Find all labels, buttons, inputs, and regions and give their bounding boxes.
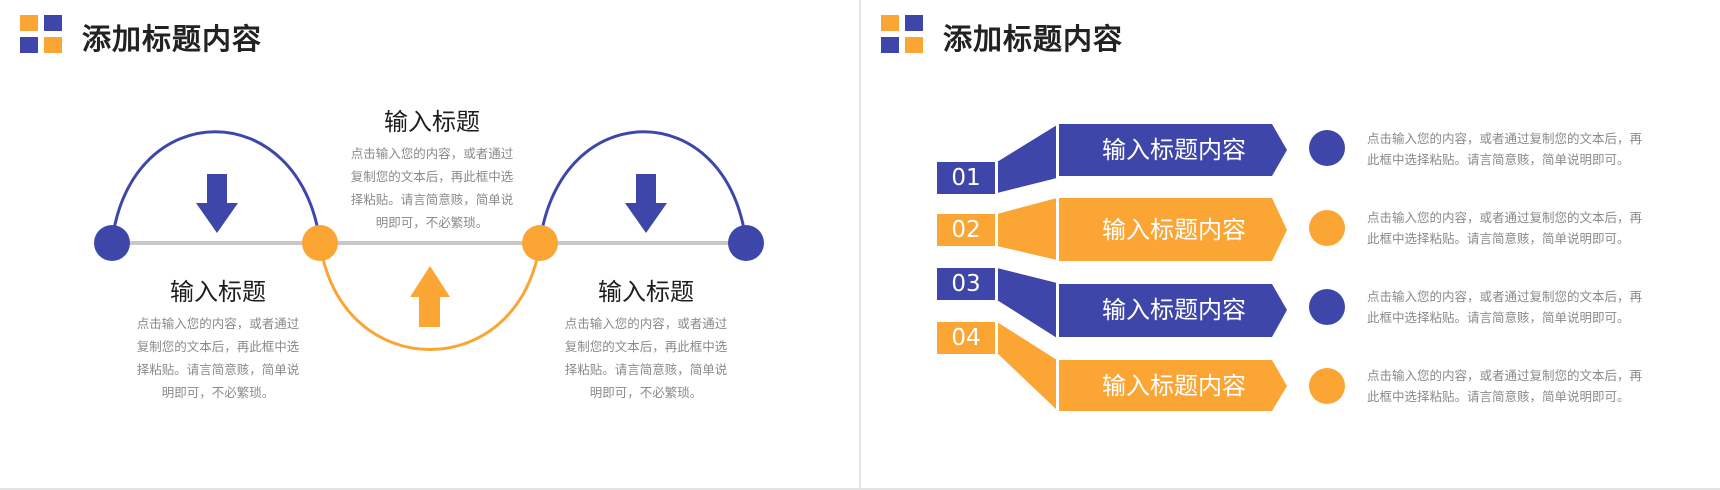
row-desc-1: 点击输入您的内容，或者通过复制您的文本后，再此框中选择粘贴。请言简意赅，简单说明… [1367,131,1643,167]
row-label-3: 输入标题内容 [1102,296,1246,324]
slide-divider [859,0,861,490]
row-desc-3: 点击输入您的内容，或者通过复制您的文本后，再此框中选择粘贴。请言简意赅，简单说明… [1367,289,1643,325]
arc-left-blue [110,130,322,243]
down-arrow-icon [625,174,667,233]
slide-title: 添加标题内容 [82,22,263,56]
process-flow-diagram [94,130,764,351]
step-desc-1: 点击输入您的内容，或者通过复制您的文本后，再此框中选择粘贴。请言简意赅，简单说明… [136,316,300,400]
row-label-4: 输入标题内容 [1102,372,1246,400]
node-circle-3 [522,225,558,261]
row-label-2: 输入标题内容 [1102,216,1246,244]
left-slide: 添加标题内容 输入标题 点击输入您的内容，或者通过复制您的文本后，再此框中选择粘… [0,0,859,488]
row-dot-4 [1309,368,1345,404]
down-arrow-icon [196,174,238,233]
row-label-1: 输入标题内容 [1102,136,1246,164]
row-dot-1 [1309,130,1345,166]
connector-shape-2 [997,198,1057,260]
row-number-1: 01 [937,162,995,194]
step-desc-2: 点击输入您的内容，或者通过复制您的文本后，再此框中选择粘贴。请言简意赅，简单说明… [350,146,514,230]
banner-shape-1 [1059,124,1287,176]
right-slide: 添加标题内容 01 02 03 04 输入标题内容 输入标题内容 输入标题内容 … [861,0,1720,488]
slide-title: 添加标题内容 [943,22,1124,56]
banner-shape-2 [1059,198,1287,261]
step-desc-3: 点击输入您的内容，或者通过复制您的文本后，再此框中选择粘贴。请言简意赅，简单说明… [564,316,728,400]
up-arrow-icon [410,266,450,327]
row-desc-4: 点击输入您的内容，或者通过复制您的文本后，再此框中选择粘贴。请言简意赅，简单说明… [1367,368,1643,404]
node-circle-1 [94,225,130,261]
step-title-3: 输入标题 [598,278,694,306]
row-dot-3 [1309,289,1345,325]
node-circle-2 [302,225,338,261]
connector-shape-4 [997,322,1057,410]
numbered-list-graphic [996,124,1287,411]
logo-squares-icon [881,15,925,55]
bottom-rule [0,488,1720,490]
row-number-4: 04 [937,322,995,354]
row-number-3: 03 [937,268,995,300]
arc-right-blue [538,130,748,243]
logo-squares-icon [20,15,64,55]
step-title-1: 输入标题 [170,278,266,306]
banner-shape-3 [1059,284,1287,337]
node-circle-4 [728,225,764,261]
connector-shape-1 [997,125,1057,193]
arc-middle-orange [318,242,542,351]
banner-shape-4 [1059,360,1287,411]
connector-shape-3 [997,268,1057,338]
row-dot-2 [1309,210,1345,246]
row-number-2: 02 [937,214,995,246]
row-desc-2: 点击输入您的内容，或者通过复制您的文本后，再此框中选择粘贴。请言简意赅，简单说明… [1367,210,1643,246]
step-title-2: 输入标题 [384,108,480,136]
